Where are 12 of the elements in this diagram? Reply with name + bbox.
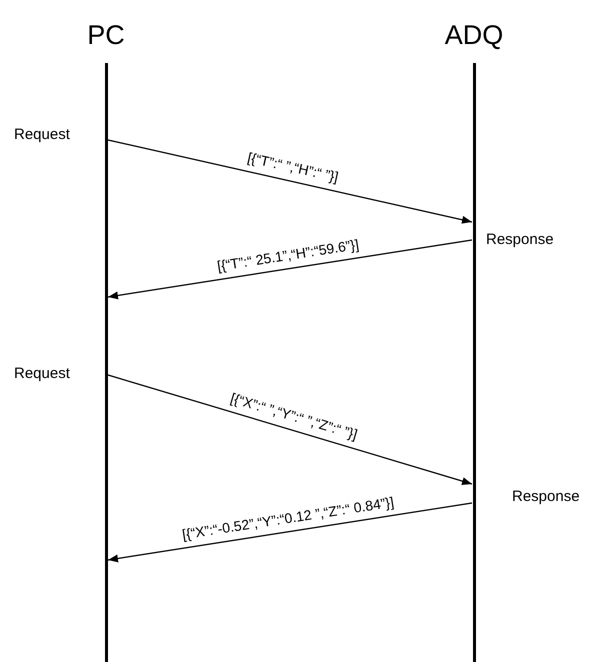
message-note: Response <box>486 231 554 248</box>
edge-label: [{“T”:“ ”,“H”:“ ”}] <box>245 149 341 186</box>
edge-label: [{“X”:“ ”,“Y”:“ ”,“Z”:“ ”}] <box>228 389 360 443</box>
message-note: Request <box>14 365 70 382</box>
message-note: Response <box>512 488 580 505</box>
arrow <box>108 239 472 300</box>
arrow <box>108 374 472 485</box>
participant-label: PC <box>87 22 125 49</box>
participant-label: ADQ <box>444 22 504 49</box>
arrow <box>108 139 472 224</box>
message-note: Request <box>14 126 70 143</box>
arrow <box>108 502 472 562</box>
